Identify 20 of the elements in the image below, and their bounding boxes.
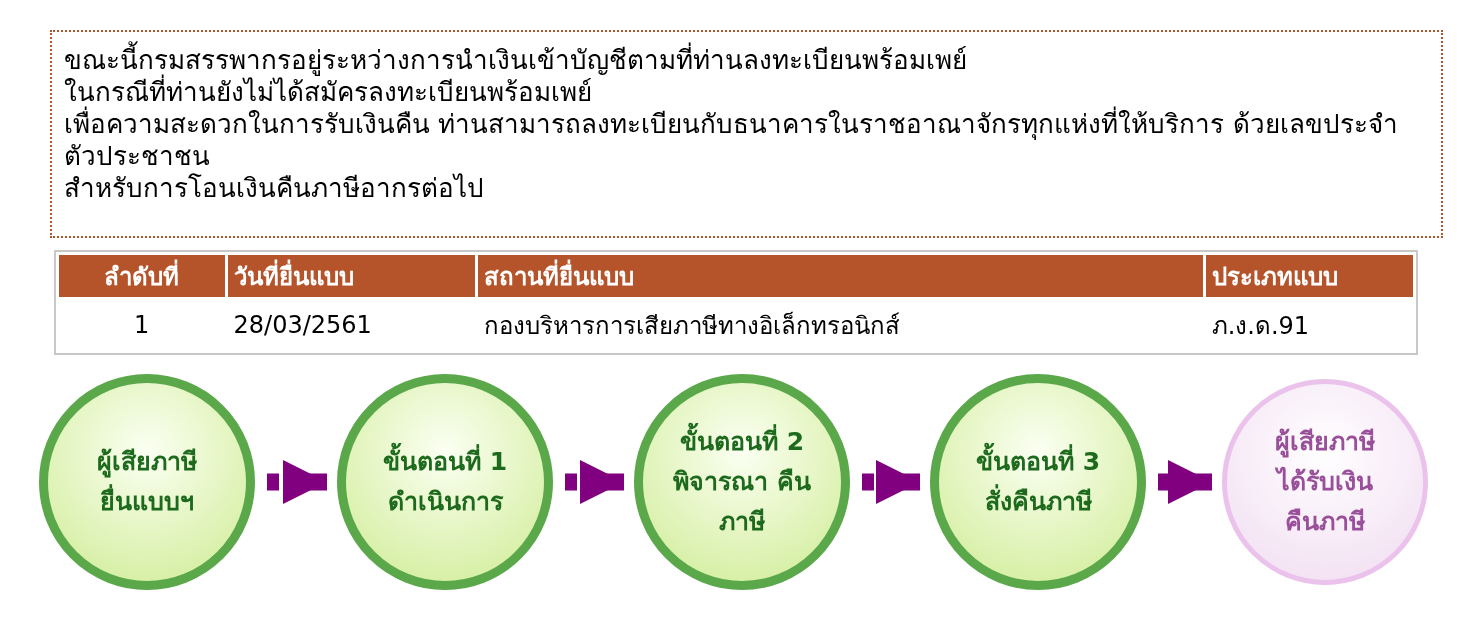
notice-box — [50, 30, 1443, 238]
step-label: ขั้นตอนที่ 1 ดำเนินการ — [360, 442, 530, 522]
column-header: ประเภทแบบ — [1205, 255, 1413, 297]
step-label: ขั้นตอนที่ 3 สั่งคืนภาษี — [963, 442, 1113, 522]
table-cell-text: กองบริหารการเสียภาษีทางอิเล็กทรอนิกส์ — [482, 310, 901, 342]
table-cell-text: ภ.ง.ด.91 — [1210, 310, 1311, 342]
arrow — [1158, 459, 1212, 505]
notice-text: สำหรับการโอนเงินคืนภาษีอากรต่อไป — [64, 172, 485, 204]
arrow — [565, 459, 624, 505]
column-header: วันที่ยื่นแบบ — [227, 255, 475, 297]
column-header: สถานที่ยื่นแบบ — [477, 255, 1203, 297]
column-header: ลำดับที่ — [59, 255, 225, 297]
table-cell-text: 1 — [133, 310, 151, 341]
arrow — [267, 459, 327, 505]
table-cell-text: 28/03/2561 — [232, 310, 373, 341]
step-label: ผู้เสียภาษี ยื่นแบบฯ — [96, 446, 198, 518]
notice-text: เพื่อความสะดวกในการรับเงินคืน ท่านสามารถลงทะเบียนกับธนาคารในราชอาณาจักรทุกแห่งที่ให้บริการ ด้วยเลขประจำตัวประชาชน — [64, 108, 1429, 172]
step-label: ผู้เสียภาษี ได้รับเงิน คืนภาษี — [1274, 426, 1376, 538]
step-label: ขั้นตอนที่ 2 พิจารณา คืนภาษี — [672, 422, 812, 542]
arrow — [862, 459, 920, 505]
